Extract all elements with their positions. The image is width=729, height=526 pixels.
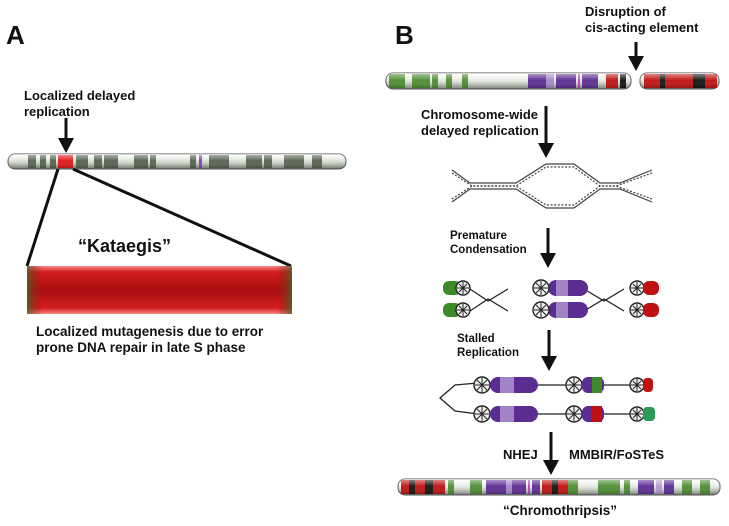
chromosome-b-top (385, 72, 720, 90)
panel-b-top-arrow (628, 42, 644, 71)
chromosome-a (7, 153, 347, 170)
step-stalled-replication: Stalled Replication (457, 333, 519, 360)
chromothripsis-label: “Chromothripsis” (503, 503, 618, 518)
kataegis-bar (27, 266, 292, 314)
panel-a-letter: A (6, 20, 25, 50)
cis-acting-label: Disruption of cis-acting element (585, 4, 699, 35)
panel-a-arrow (58, 118, 74, 153)
stalled-structure (439, 376, 655, 423)
repair-nhej: NHEJ (503, 447, 538, 462)
panel-b-letter: B (395, 20, 414, 50)
kataegis-caption: Localized mutagenesis due to error prone… (36, 324, 264, 356)
step-chromosome-wide: Chromosome-wide delayed replication (421, 107, 539, 138)
step-arrow-2 (540, 228, 556, 268)
step-arrow-1 (538, 106, 554, 158)
condensed-structure (443, 279, 659, 319)
panel-a-arrow-label: Localized delayed replication (24, 88, 136, 119)
replication-bubbles (451, 163, 653, 209)
zoom-lines (25, 167, 292, 268)
chromosome-chromothripsis (397, 478, 721, 496)
step-premature-condensation: Premature Condensation (450, 230, 527, 257)
repair-mmbir-fostes: MMBIR/FoSTeS (569, 447, 665, 462)
kataegis-title: “Kataegis” (78, 236, 172, 256)
step-arrow-3 (541, 330, 557, 371)
step-arrow-4 (543, 432, 559, 475)
